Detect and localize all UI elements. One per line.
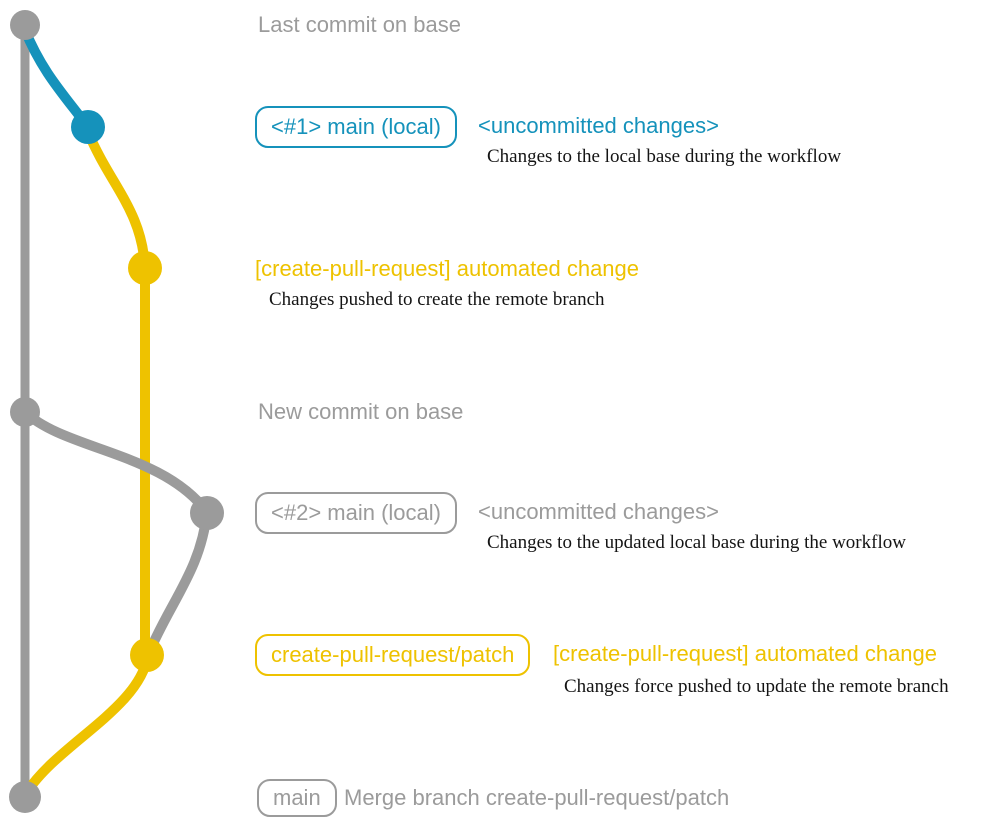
branch-pill-main: main — [257, 779, 337, 817]
local-branch-line-2-out — [20, 407, 212, 517]
commit-dot-remote-push — [128, 251, 162, 285]
branch-pill-create-pull-request-patch: create-pull-request/patch — [255, 634, 531, 676]
commit-message-automated-change-1: [create-pull-request] automated change — [255, 256, 640, 281]
commit-dot-remote-force-push — [130, 638, 164, 672]
status-uncommitted-changes-2: <uncommitted changes> — [478, 499, 719, 524]
status-uncommitted-changes-1: <uncommitted changes> — [478, 113, 719, 138]
local-branch-line-2-in — [143, 507, 212, 660]
desc-push-create-remote-branch: Changes pushed to create the remote bran… — [269, 289, 605, 310]
label-last-commit-on-base: Last commit on base — [258, 12, 461, 37]
commit-dot-local-1 — [71, 110, 105, 144]
git-graph — [9, 10, 224, 813]
branch-pill-main-local-1: <#1> main (local) — [255, 106, 457, 148]
label-new-commit-on-base: New commit on base — [258, 399, 464, 424]
commit-dot-merge — [9, 781, 41, 813]
commit-message-automated-change-2: [create-pull-request] automated change — [553, 641, 938, 666]
commit-message-merge-branch: Merge branch create-pull-request/patch — [344, 785, 730, 810]
desc-local-base-changes-1: Changes to the local base during the wor… — [487, 146, 842, 167]
commit-dot-last-base — [10, 10, 40, 40]
local-branch-line-1 — [20, 25, 93, 132]
remote-branch-curve-top — [83, 127, 150, 273]
remote-branch-merge-curve — [22, 650, 153, 797]
commit-dot-new-base — [10, 397, 40, 427]
desc-force-push-update-remote-branch: Changes force pushed to update the remot… — [564, 676, 949, 697]
commit-dot-local-2 — [190, 496, 224, 530]
branch-pill-main-local-2: <#2> main (local) — [255, 492, 457, 534]
desc-local-base-changes-2: Changes to the updated local base during… — [487, 532, 906, 553]
